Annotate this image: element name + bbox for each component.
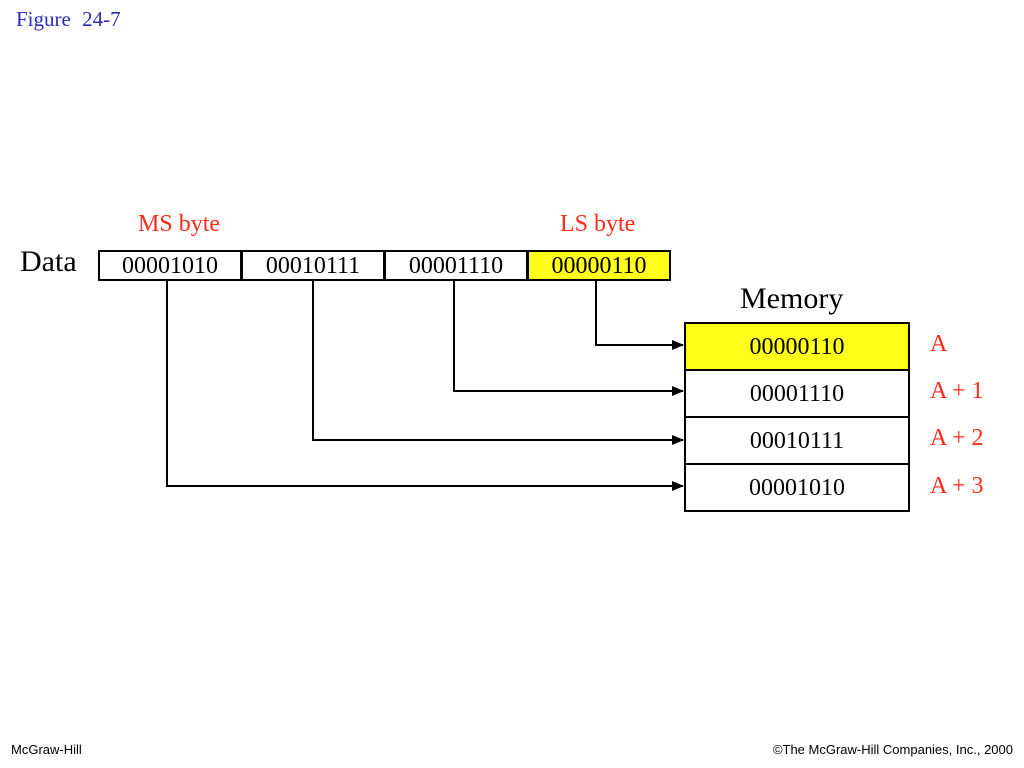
address-label-a-plus-1: A + 1 [930,378,984,404]
data-byte-0: 00000110 [527,250,671,281]
data-label: Data [20,245,77,278]
memory-cell-a: 00000110 [684,322,910,371]
figure-title: Figure 24-7 [16,7,121,31]
ls-byte-label: LS byte [560,211,636,237]
memory-cell-a-plus-2: 00010111 [684,416,910,465]
address-label-a-plus-2: A + 2 [930,425,984,451]
arrow-byte-0-to-a [595,281,684,350]
ms-byte-label: MS byte [138,211,221,237]
address-label-a-plus-3: A + 3 [930,473,984,499]
footer-copyright: ©The McGraw-Hill Companies, Inc., 2000 [772,742,1013,757]
data-byte-1: 00001110 [384,250,528,281]
data-byte-3: 00001010 [98,250,242,281]
address-label-a: A [930,331,948,357]
memory-label: Memory [740,282,844,315]
arrow-byte-2-to-a-plus-2 [312,281,684,445]
arrow-byte-3-to-a-plus-3 [166,281,684,491]
footer-publisher: McGraw-Hill [11,742,82,757]
arrow-byte-1-to-a-plus-1 [453,281,684,396]
memory-cell-a-plus-3: 00001010 [684,463,910,512]
